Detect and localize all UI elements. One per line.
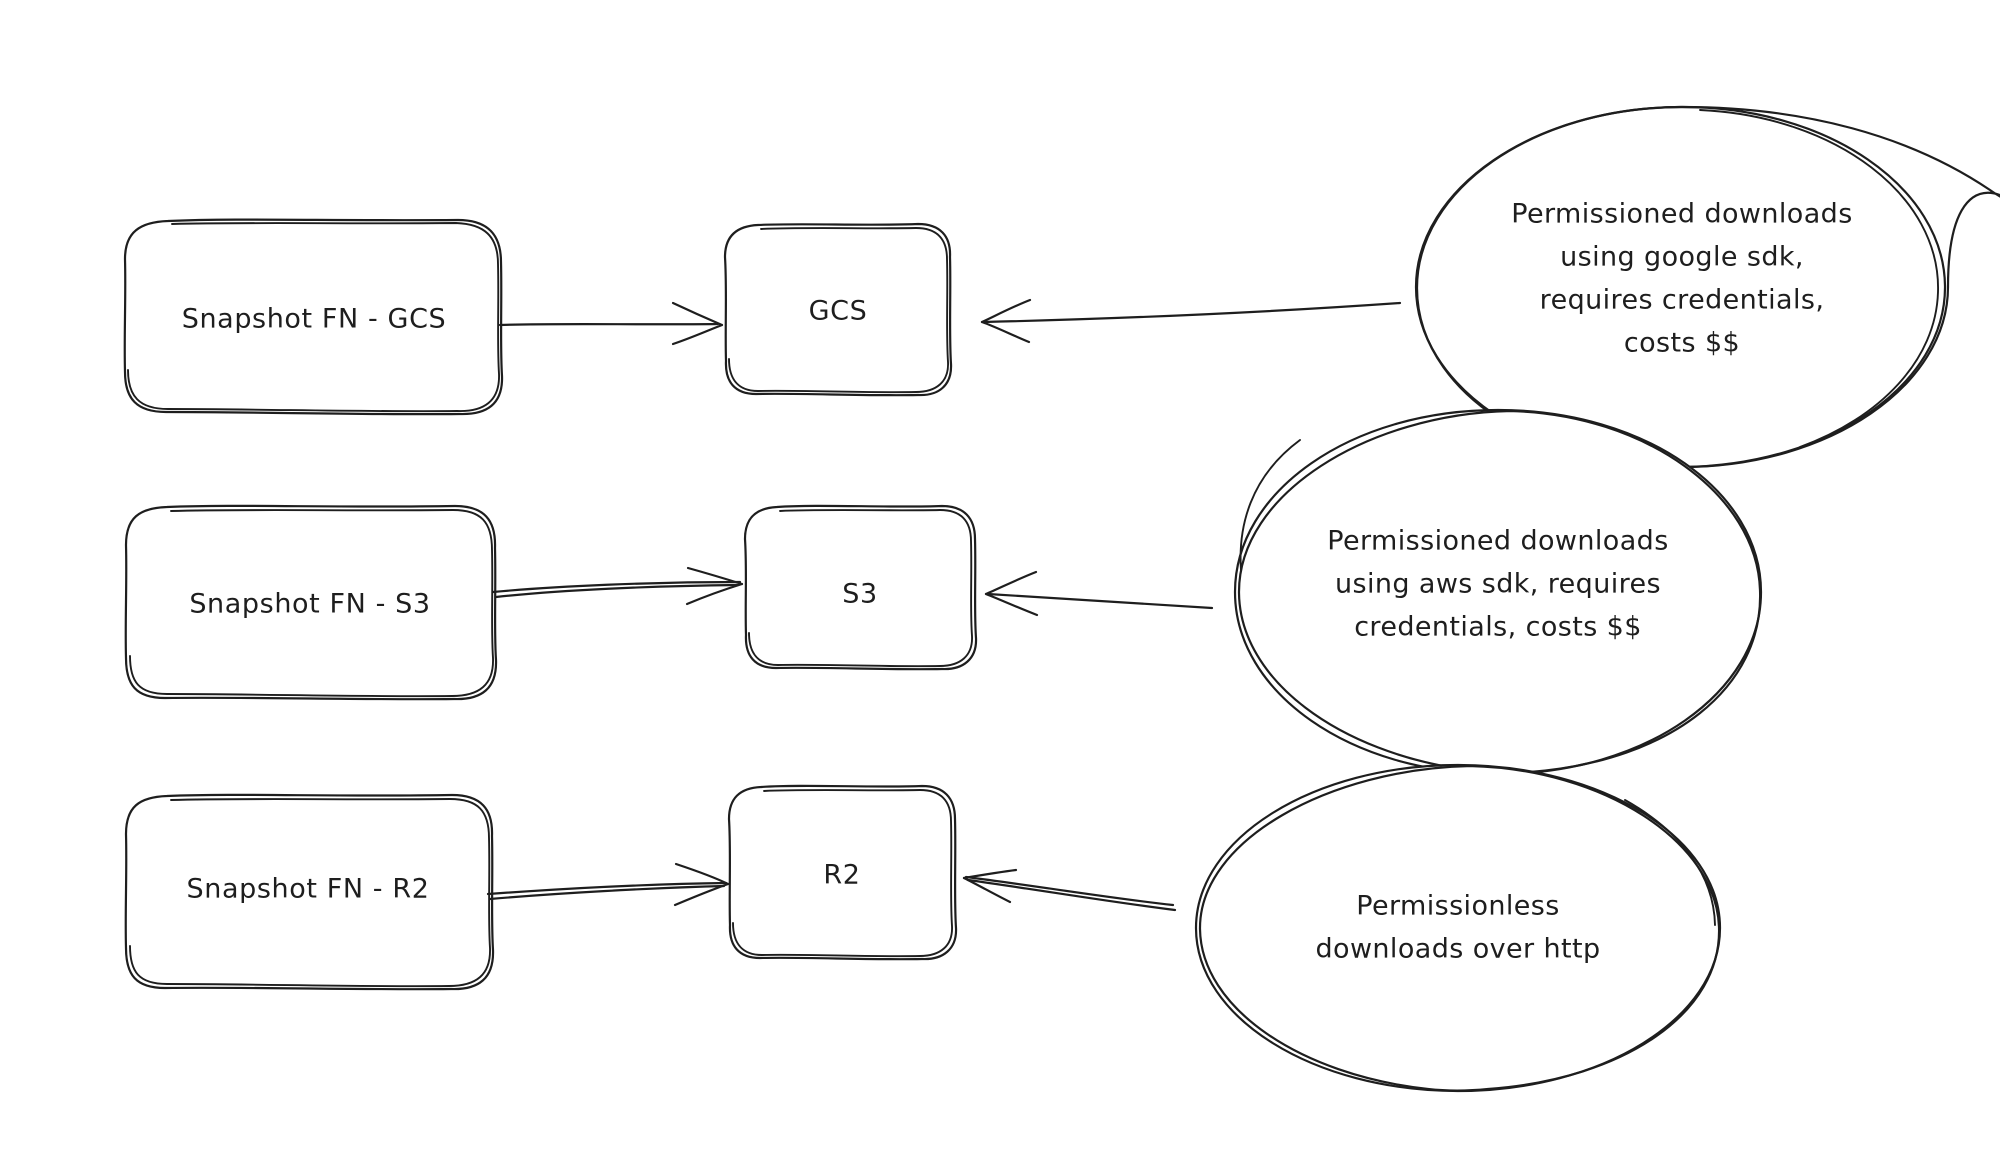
connector-gcs-note-to-gcs — [980, 298, 1402, 344]
connector-snapshot-gcs-to-gcs — [498, 301, 724, 346]
node-label-store-s3: S3 — [842, 579, 878, 610]
bubble-gcs-note-line-2: using google sdk, — [1560, 242, 1804, 273]
node-label-snapshot-r2: Snapshot FN - R2 — [187, 874, 430, 905]
bubble-gcs-note-line-4: costs $$ — [1624, 328, 1740, 359]
bubble-gcs-note-line-1: Permissioned downloads — [1511, 199, 1852, 230]
bubble-gcs-note[interactable]: Permissioned downloads using google sdk,… — [1414, 105, 2000, 469]
node-store-s3[interactable]: S3 — [743, 504, 978, 671]
bubble-r2-note-line-1: Permissionless — [1356, 891, 1559, 922]
bubble-s3-note-line-1: Permissioned downloads — [1327, 526, 1668, 557]
connector-snapshot-r2-to-r2 — [486, 862, 730, 907]
node-store-gcs[interactable]: GCS — [723, 222, 953, 397]
node-snapshot-fn-r2[interactable]: Snapshot FN - R2 — [124, 793, 495, 991]
bubble-r2-note[interactable]: Permissionless downloads over http — [1194, 763, 1722, 1093]
bubble-s3-note-line-2: using aws sdk, requires — [1335, 569, 1661, 600]
connector-snapshot-s3-to-s3 — [491, 566, 744, 606]
node-store-r2[interactable]: R2 — [727, 784, 958, 961]
bubble-gcs-note-line-3: requires credentials, — [1540, 285, 1825, 316]
connector-s3-note-to-s3 — [984, 570, 1214, 617]
bubble-r2-note-line-2: downloads over http — [1315, 934, 1600, 965]
node-label-store-r2: R2 — [823, 860, 860, 891]
node-label-snapshot-gcs: Snapshot FN - GCS — [182, 304, 447, 335]
node-label-store-gcs: GCS — [809, 296, 868, 327]
node-snapshot-fn-s3[interactable]: Snapshot FN - S3 — [124, 504, 498, 701]
bubble-s3-note[interactable]: Permissioned downloads using aws sdk, re… — [1233, 408, 1763, 776]
node-label-snapshot-s3: Snapshot FN - S3 — [189, 589, 430, 620]
connector-r2-note-to-r2 — [962, 868, 1177, 912]
node-snapshot-fn-gcs[interactable]: Snapshot FN - GCS — [123, 218, 504, 416]
bubble-s3-note-line-3: credentials, costs $$ — [1354, 612, 1642, 643]
